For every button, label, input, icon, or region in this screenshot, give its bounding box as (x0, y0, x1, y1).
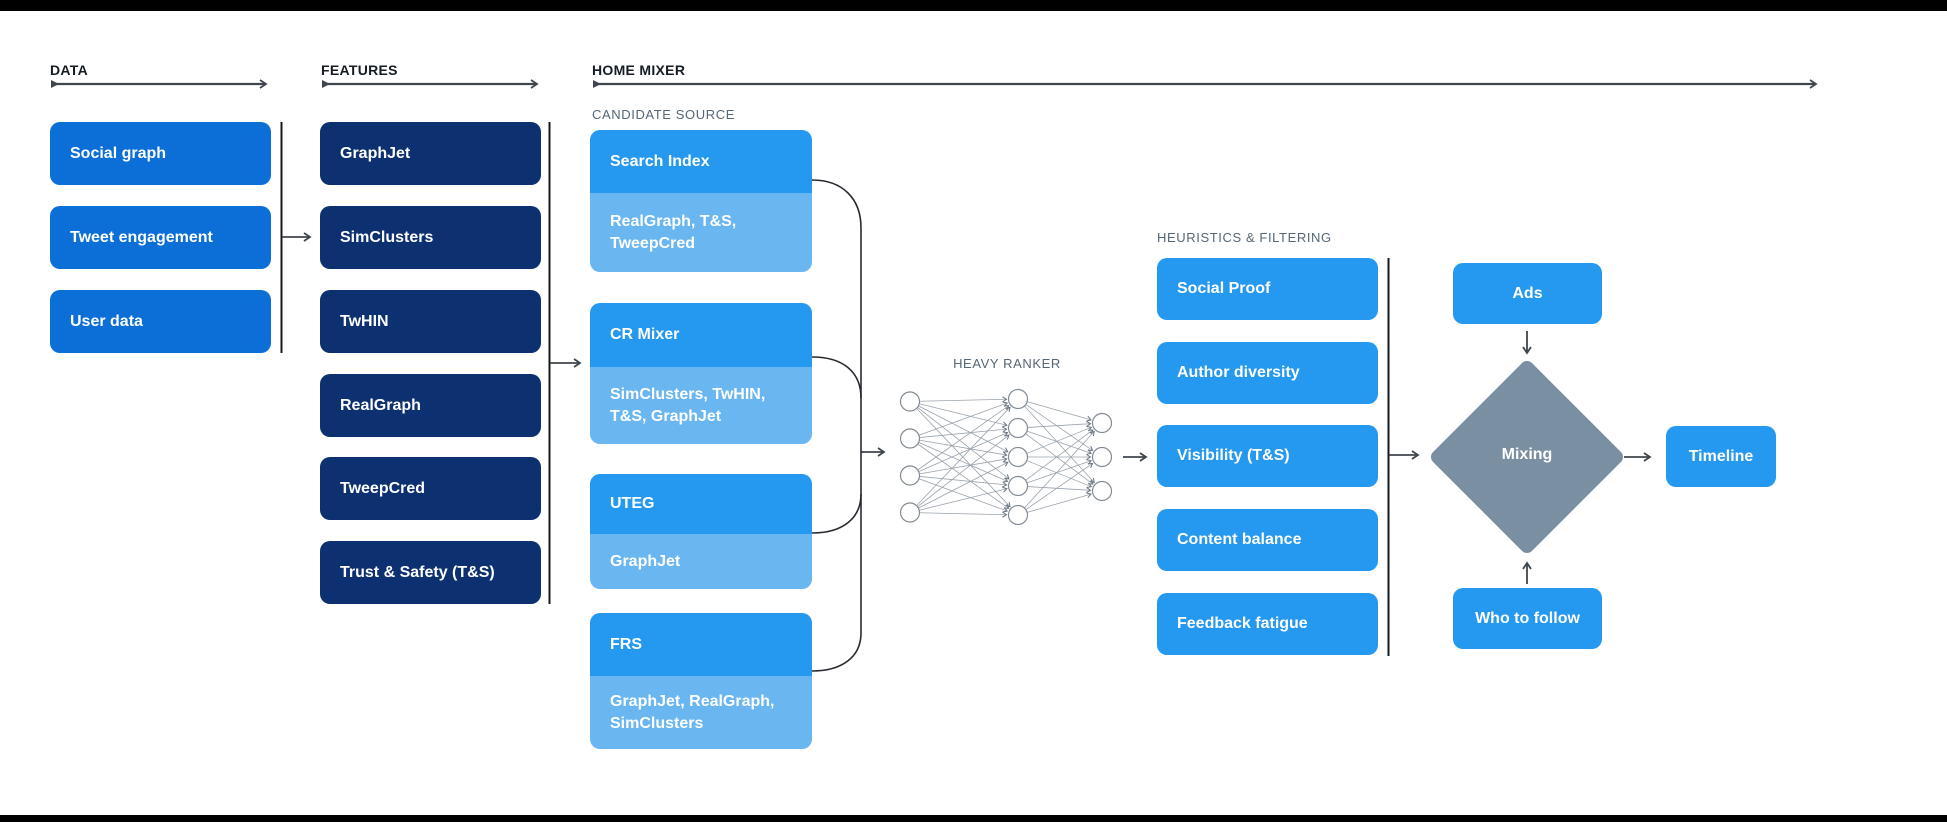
column-dividers (280, 122, 1390, 656)
candidate-group-frs: FRS GraphJet, RealGraph, SimClusters (590, 613, 812, 749)
candidate-features: GraphJet (590, 534, 812, 589)
who-to-follow-box: Who to follow (1453, 588, 1602, 649)
neural-network-node (1091, 446, 1113, 468)
heuristic-box-feedback-fatigue: Feedback fatigue (1157, 593, 1378, 655)
candidate-features: RealGraph, T&S, TweepCred (590, 193, 812, 272)
heuristic-box-visibility: Visibility (T&S) (1157, 425, 1378, 487)
mixing-diamond-label: Mixing (1501, 446, 1553, 463)
neural-network-node (899, 502, 921, 523)
feature-box-simclusters: SimClusters (320, 206, 541, 269)
neural-network-node (1007, 504, 1029, 526)
candidate-group-uteg: UTEG GraphJet (590, 474, 812, 589)
neural-network-node (1007, 417, 1029, 439)
candidate-name: CR Mixer (590, 303, 812, 367)
feature-box-twhin: TwHIN (320, 290, 541, 353)
bottom-letterbox-bar (0, 815, 1947, 822)
flow-arrows (282, 232, 1652, 584)
heuristic-box-social-proof: Social Proof (1157, 258, 1378, 320)
neural-network-nodes (899, 388, 1113, 526)
ads-box: Ads (1453, 263, 1602, 324)
neural-network-node (899, 428, 921, 449)
feature-box-trust-safety: Trust & Safety (T&S) (320, 541, 541, 604)
data-box-user-data: User data (50, 290, 271, 353)
candidate-name: Search Index (590, 130, 812, 193)
feature-box-graphjet: GraphJet (320, 122, 541, 185)
candidate-source-connectors (811, 179, 862, 672)
neural-network-node (1007, 475, 1029, 497)
candidate-source-label: CANDIDATE SOURCE (592, 107, 735, 122)
candidate-name: UTEG (590, 474, 812, 534)
neural-network-node (1007, 388, 1029, 410)
feature-box-tweepcred: TweepCred (320, 457, 541, 520)
candidate-group-search-index: Search Index RealGraph, T&S, TweepCred (590, 130, 812, 272)
mixing-diamond (1431, 361, 1623, 553)
neural-network-node (899, 391, 921, 412)
neural-network-node (899, 465, 921, 486)
data-section-title: DATA (50, 62, 89, 78)
features-section-title: FEATURES (321, 62, 398, 78)
heavy-ranker-label: HEAVY RANKER (953, 356, 1061, 371)
data-box-social-graph: Social graph (50, 122, 271, 185)
data-box-tweet-engagement: Tweet engagement (50, 206, 271, 269)
candidate-features: GraphJet, RealGraph, SimClusters (590, 676, 812, 749)
heuristic-box-content-balance: Content balance (1157, 509, 1378, 571)
neural-network-node (1007, 446, 1029, 468)
heuristics-filtering-label: HEURISTICS & FILTERING (1157, 230, 1332, 245)
top-letterbox-bar (0, 0, 1947, 11)
heuristic-box-author-diversity: Author diversity (1157, 342, 1378, 404)
timeline-box: Timeline (1666, 426, 1776, 487)
candidate-group-cr-mixer: CR Mixer SimClusters, TwHIN, T&S, GraphJ… (590, 303, 812, 444)
candidate-features: SimClusters, TwHIN, T&S, GraphJet (590, 367, 812, 444)
feature-box-realgraph: RealGraph (320, 374, 541, 437)
neural-network-node (1091, 480, 1113, 502)
candidate-name: FRS (590, 613, 812, 676)
neural-network-node (1091, 412, 1113, 434)
neural-network-links (916, 396, 1095, 518)
home-mixer-section-title: HOME MIXER (592, 62, 686, 78)
